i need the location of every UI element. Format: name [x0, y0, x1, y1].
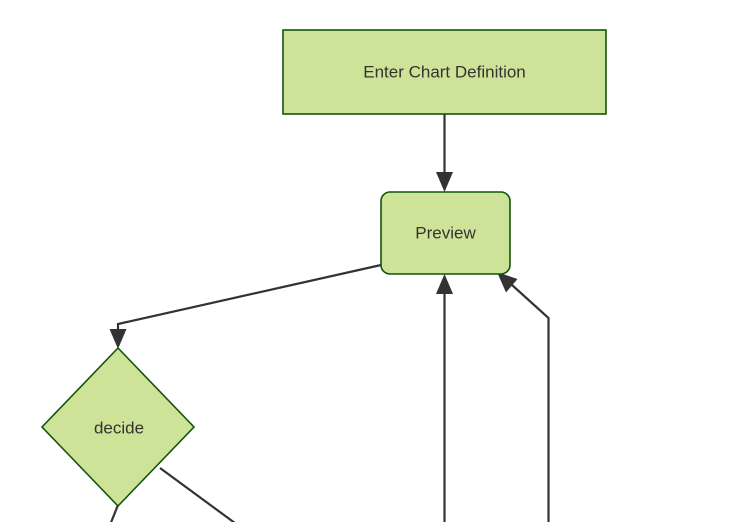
edge-return-center-to-preview [436, 274, 453, 522]
node-decide[interactable]: decide [40, 346, 196, 508]
edge-preview-to-decide [109, 263, 382, 349]
edge-decide-branch-right [159, 467, 236, 522]
edge-line [110, 504, 120, 522]
edge-line [511, 284, 550, 522]
arrowhead-icon [436, 274, 453, 294]
edge-return-right-to-preview [497, 272, 550, 522]
node-enter-chart-definition[interactable]: Enter Chart Definition [282, 29, 607, 115]
node-preview[interactable]: Preview [380, 191, 511, 275]
node-shape-rectangle[interactable] [282, 29, 607, 115]
arrowhead-icon [497, 272, 518, 293]
node-shape-diamond[interactable] [40, 346, 196, 508]
edge-decide-branch-left [110, 504, 120, 522]
arrowhead-icon [436, 172, 453, 192]
edge-enter-to-preview [436, 114, 453, 192]
edge-line [159, 467, 236, 522]
node-shape-rounded-rectangle[interactable] [380, 191, 511, 275]
arrowhead-icon [109, 329, 127, 349]
edge-line [116, 263, 382, 332]
